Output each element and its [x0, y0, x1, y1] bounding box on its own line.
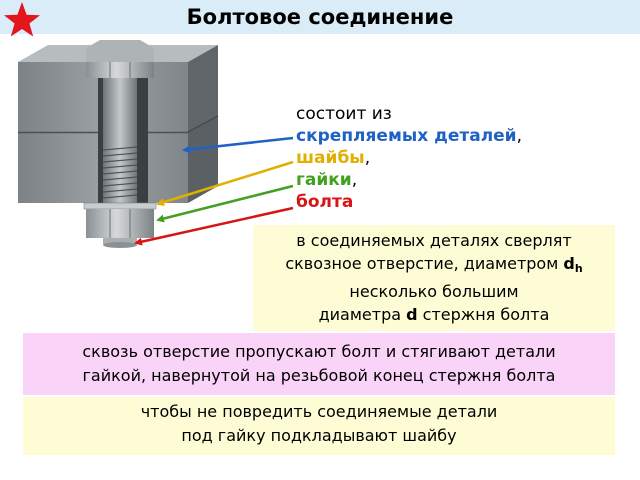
- component-parts: скрепляемых деталей,: [296, 125, 522, 147]
- page-title: Болтовое соединение: [186, 5, 454, 29]
- components-list: состоит из скрепляемых деталей, шайбы, г…: [296, 103, 522, 213]
- note-drilling-line1: в соединяемых деталях сверлят: [296, 231, 572, 250]
- note-washer: чтобы не повредить соединяемые детали по…: [23, 397, 615, 455]
- note-washer-line1: чтобы не повредить соединяемые детали: [140, 402, 498, 421]
- component-label-washer: шайбы: [296, 148, 365, 168]
- component-nut: гайки,: [296, 169, 522, 191]
- note-drilling-line3: несколько большим: [349, 282, 519, 301]
- note-drilling: в соединяемых деталях сверлят сквозное о…: [253, 225, 615, 331]
- note-assembly: сквозь отверстие пропускают болт и стяги…: [23, 333, 615, 395]
- component-label-bolt: болта: [296, 192, 354, 212]
- component-label-parts: скрепляемых деталей: [296, 126, 517, 146]
- note-assembly-line1: сквозь отверстие пропускают болт и стяги…: [82, 342, 556, 361]
- note-drilling-line4-prefix: диаметра: [318, 305, 407, 324]
- component-separator: ,: [516, 126, 522, 146]
- note-washer-line2: под гайку подкладывают шайбу: [181, 426, 457, 445]
- hole-diameter-subscript: h: [574, 262, 583, 275]
- component-bolt: болта: [296, 191, 522, 213]
- component-washer: шайбы,: [296, 147, 522, 169]
- note-drilling-line4-suffix: стержня болта: [417, 305, 550, 324]
- shank-diameter-symbol: d: [406, 305, 418, 324]
- title-bar: Болтовое соединение: [0, 0, 640, 34]
- components-intro: состоит из: [296, 104, 392, 124]
- note-drilling-line2: сквозное отверстие, диаметром dh: [253, 252, 615, 280]
- component-label-nut: гайки: [296, 170, 352, 190]
- hole-diameter-symbol: d: [563, 254, 575, 273]
- note-drilling-line4: диаметра d стержня болта: [253, 303, 615, 326]
- component-separator: ,: [351, 170, 358, 190]
- note-drilling-line2-text: сквозное отверстие, диаметром: [285, 254, 564, 273]
- component-separator: ,: [364, 148, 371, 168]
- red-star-icon: [4, 2, 40, 37]
- note-assembly-line2: гайкой, навернутой на резьбовой конец ст…: [82, 366, 556, 385]
